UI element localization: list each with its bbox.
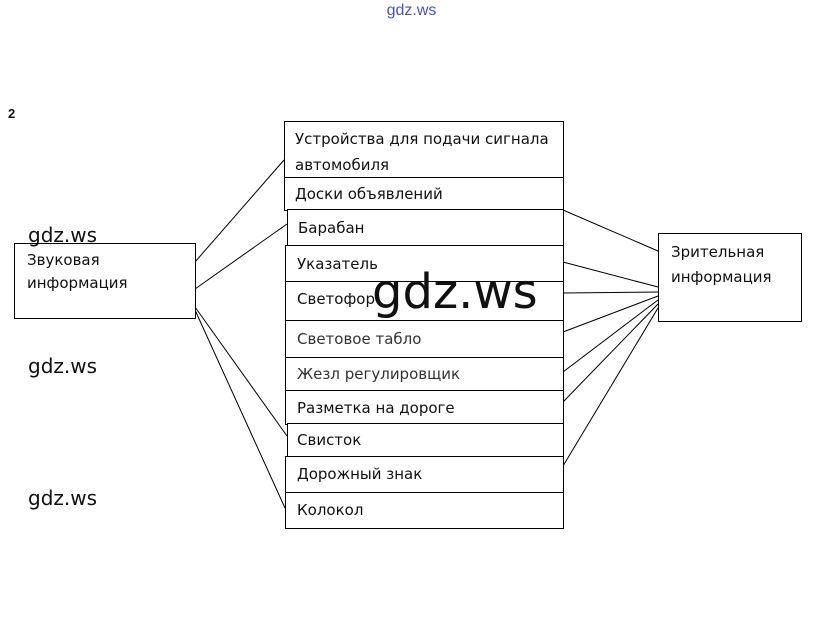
item-baton-label: Жезл регулировщик <box>297 365 461 383</box>
link-sound-drum <box>194 223 288 290</box>
visual-info-box: Зрительная информация <box>658 233 802 322</box>
item-whistle-label: Свисток <box>297 431 362 449</box>
sound-info-line1: Звуковая <box>27 251 100 269</box>
item-light-display: Световое табло <box>285 320 564 358</box>
item-light-display-label: Световое табло <box>297 330 422 348</box>
item-notice-boards: Доски объявлений <box>284 177 564 211</box>
link-visual-board <box>562 209 659 252</box>
item-road-sign-label: Дорожный знак <box>297 465 423 483</box>
link-visual-pointer <box>562 261 659 288</box>
visual-info-line2: информация <box>671 268 772 286</box>
item-signal-device-label: Устройства для подачи сигнала автомобиля <box>295 130 549 174</box>
watermark-3: gdz.ws <box>28 486 98 510</box>
item-pointer: Указатель <box>285 245 564 282</box>
item-traffic-light-label: Светофор <box>297 290 375 308</box>
watermark-2: gdz.ws <box>28 354 98 378</box>
link-visual-baton <box>562 299 659 373</box>
link-sound-signal-device <box>194 159 285 263</box>
link-visual-display <box>562 295 659 333</box>
item-signal-device: Устройства для подачи сигнала автомобиля <box>284 121 564 178</box>
sound-info-box: Звуковая информация <box>14 243 196 319</box>
link-sound-whistle <box>194 306 288 437</box>
item-bell: Колокол <box>285 492 564 529</box>
watermark-center: gdz.ws <box>372 264 538 320</box>
visual-info-line1: Зрительная <box>671 243 765 261</box>
item-bell-label: Колокол <box>297 501 364 519</box>
link-visual-marking <box>562 303 659 403</box>
item-whistle: Свисток <box>287 423 564 457</box>
item-pointer-label: Указатель <box>297 255 378 273</box>
link-sound-bell <box>194 309 286 509</box>
link-visual-sign <box>562 307 659 467</box>
item-drum-label: Барабан <box>298 219 365 237</box>
item-road-marking-label: Разметка на дороге <box>297 399 455 417</box>
item-road-marking: Разметка на дороге <box>285 390 564 425</box>
link-visual-traffic-light <box>562 291 659 294</box>
item-baton: Жезл регулировщик <box>285 357 564 391</box>
item-notice-boards-label: Доски объявлений <box>295 185 443 203</box>
watermark-1: gdz.ws <box>28 223 98 247</box>
item-road-sign: Дорожный знак <box>285 456 564 493</box>
task-number: 2 <box>8 106 16 121</box>
item-drum: Барабан <box>287 209 564 247</box>
sound-info-line2: информация <box>27 274 128 292</box>
header-watermark: gdz.ws <box>386 2 437 19</box>
